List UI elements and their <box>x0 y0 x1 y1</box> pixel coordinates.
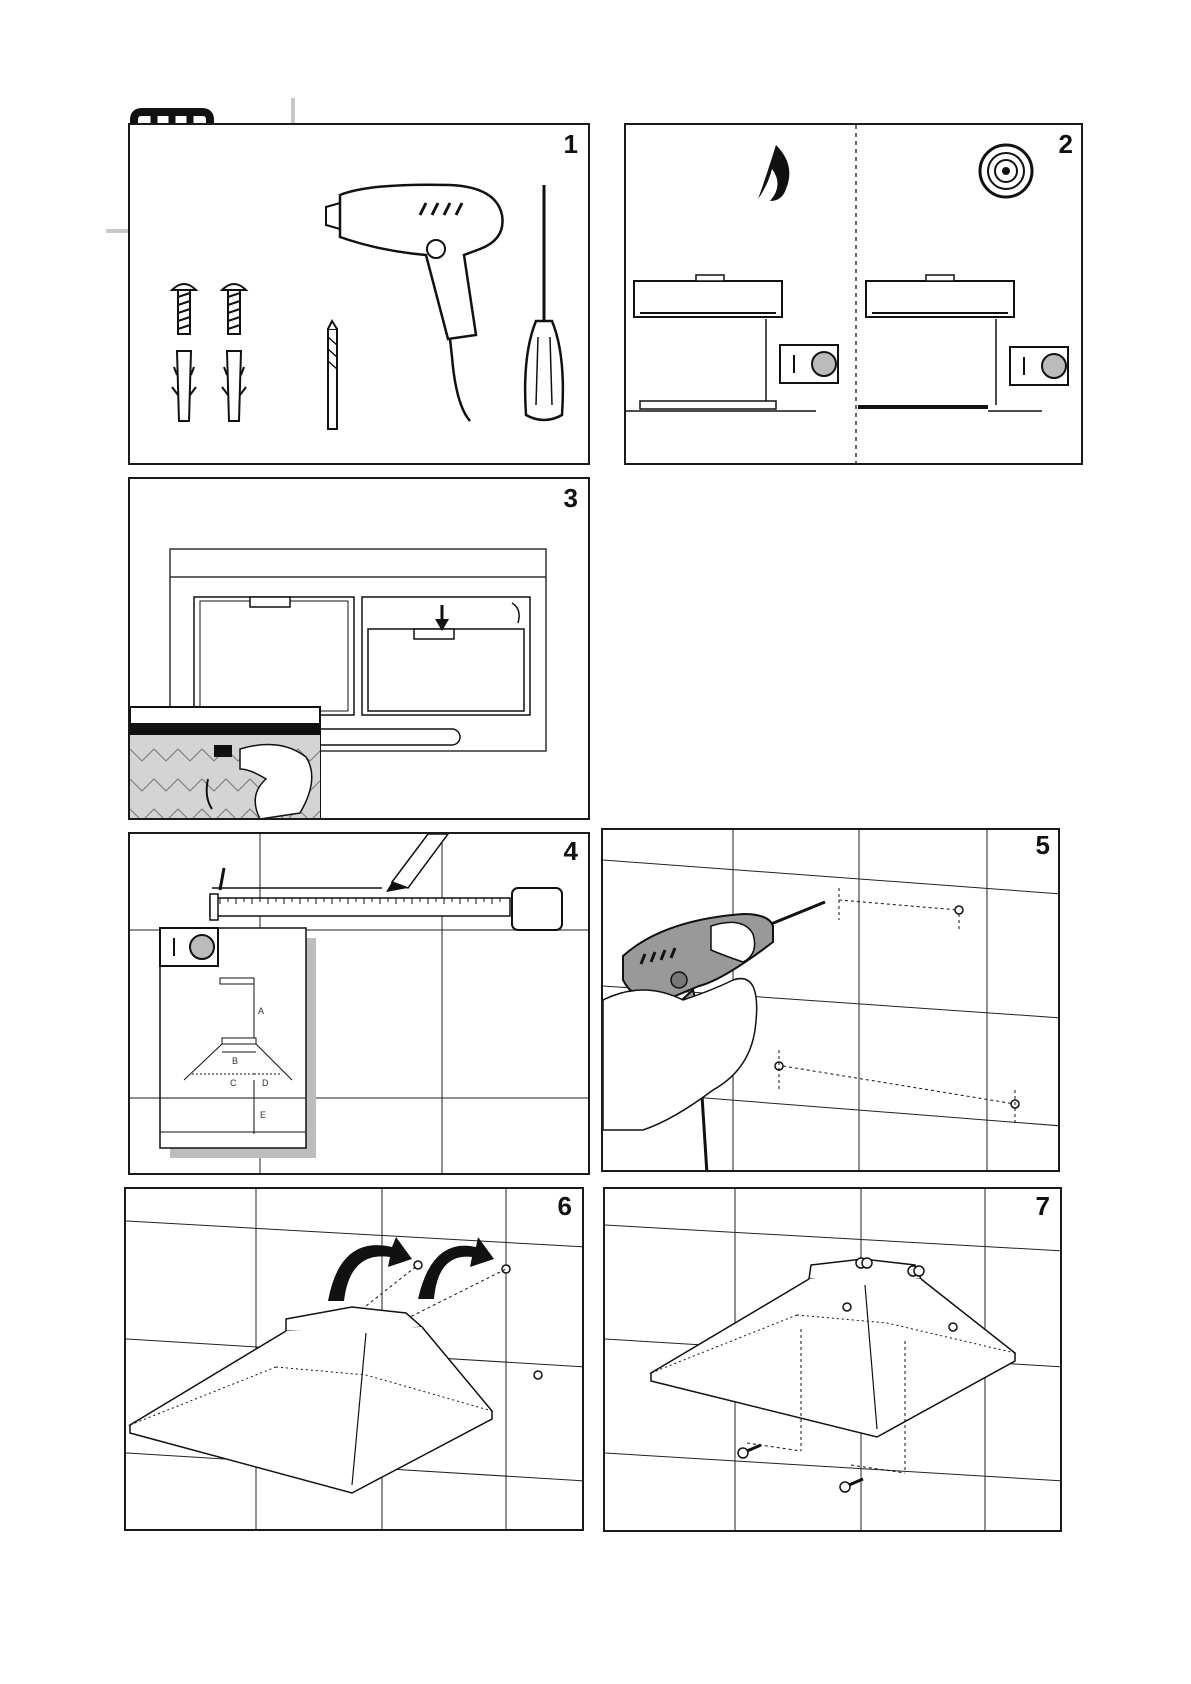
panel-1-tools: 1 <box>128 123 590 465</box>
drill-icon <box>326 185 503 421</box>
step-number: 2 <box>1059 129 1073 160</box>
screw-icon <box>856 1258 872 1268</box>
step-number: 4 <box>564 836 578 867</box>
hotplate-icon <box>980 145 1032 197</box>
hood-icon <box>866 275 1014 317</box>
screw-icon <box>172 284 196 334</box>
wall-plug-icon <box>172 351 196 421</box>
hand-icon <box>603 979 757 1130</box>
hole-mark <box>839 888 963 930</box>
step-number: 5 <box>1036 830 1050 861</box>
step-number: 6 <box>558 1191 572 1222</box>
dimension-label-b: B <box>232 1056 238 1066</box>
instruction-manual-icon <box>160 928 218 966</box>
screw-icon <box>222 284 246 334</box>
wall-plug-icon <box>222 351 246 421</box>
step-number: 1 <box>564 129 578 160</box>
panel-6-hang: 6 <box>124 1187 584 1531</box>
panel-5-drill: 5 <box>601 828 1060 1172</box>
dimension-label-d: D <box>262 1078 269 1088</box>
flame-icon <box>758 145 789 201</box>
hole-mark <box>775 1050 1019 1126</box>
instruction-manual-icon <box>780 345 838 383</box>
dimension-label-a: A <box>258 1006 264 1016</box>
hood-icon <box>130 1307 492 1493</box>
screwdriver-icon <box>525 185 563 420</box>
drill-bit-icon <box>328 321 337 429</box>
step-number: 7 <box>1036 1191 1050 1222</box>
arrow-icon <box>418 1237 494 1299</box>
screw-icon <box>738 1445 761 1458</box>
arrow-icon <box>328 1237 412 1301</box>
hood-icon <box>651 1259 1015 1437</box>
panel-2-clearance: 2 <box>624 123 1083 465</box>
dimension-label-e: E <box>260 1110 266 1120</box>
screw-icon <box>840 1479 863 1492</box>
hood-icon <box>634 275 782 317</box>
tape-measure-icon <box>210 868 562 930</box>
dimension-label-c: C <box>230 1078 237 1088</box>
panel-4-measure: A B C D E 4 <box>128 832 590 1175</box>
instruction-manual-icon <box>1010 347 1068 385</box>
step-number: 3 <box>564 483 578 514</box>
pencil-icon <box>386 834 448 892</box>
screw-icon <box>908 1266 924 1276</box>
panel-3-filters: 3 <box>128 477 590 820</box>
panel-7-secure: 7 <box>603 1187 1062 1532</box>
